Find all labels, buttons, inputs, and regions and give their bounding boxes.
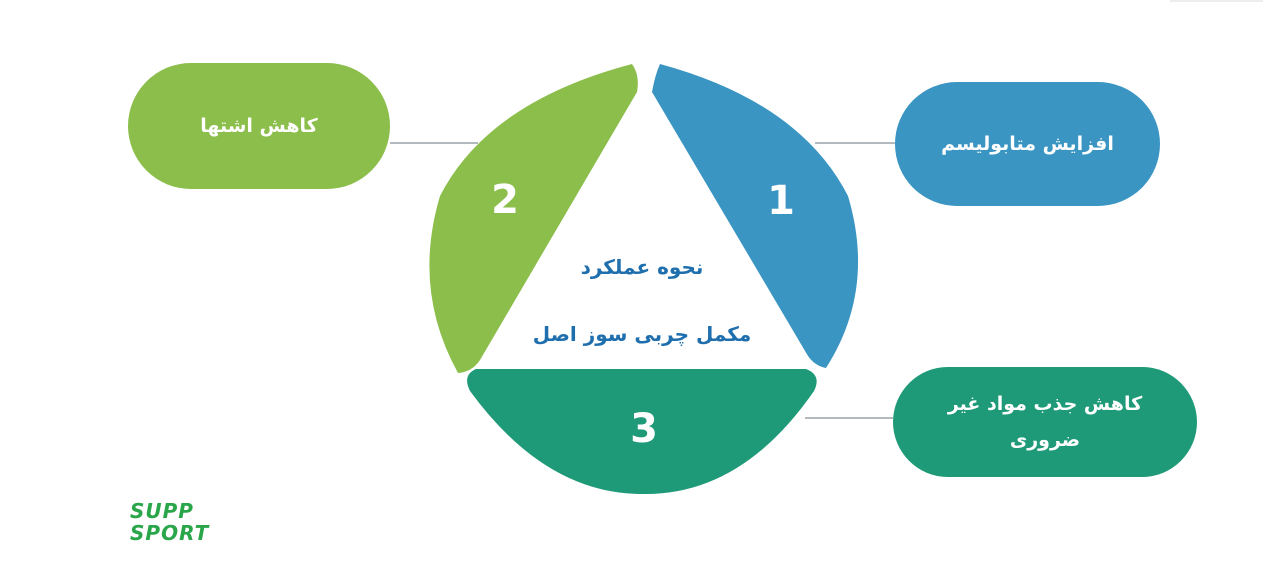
top-divider xyxy=(1170,0,1263,2)
segment-1 xyxy=(652,64,859,368)
segment-1-number: 1 xyxy=(767,178,795,224)
center-title-line-1: نحوه عملکرد xyxy=(580,255,704,279)
label-pill-3: کاهش جذب مواد غیر ضروری xyxy=(893,367,1197,477)
suppsport-logo: SUPP SPORT xyxy=(130,500,230,544)
label-pill-1: افزایش متابولیسم xyxy=(895,82,1160,206)
label-pill-2: کاهش اشتها xyxy=(128,63,390,189)
logo-line-1: SUPP xyxy=(130,499,194,523)
label-pill-3-text: کاهش جذب مواد غیر ضروری xyxy=(947,393,1143,451)
logo-line-2: SPORT xyxy=(130,521,210,545)
segment-3-number: 3 xyxy=(630,406,658,452)
label-pill-1-text: افزایش متابولیسم xyxy=(941,133,1114,155)
segment-2 xyxy=(429,64,638,373)
segment-2-number: 2 xyxy=(491,177,519,223)
label-pill-2-text: کاهش اشتها xyxy=(200,115,318,137)
segment-3 xyxy=(467,369,817,495)
center-title-line-2: مکمل چربی سوز اصل xyxy=(532,322,752,346)
